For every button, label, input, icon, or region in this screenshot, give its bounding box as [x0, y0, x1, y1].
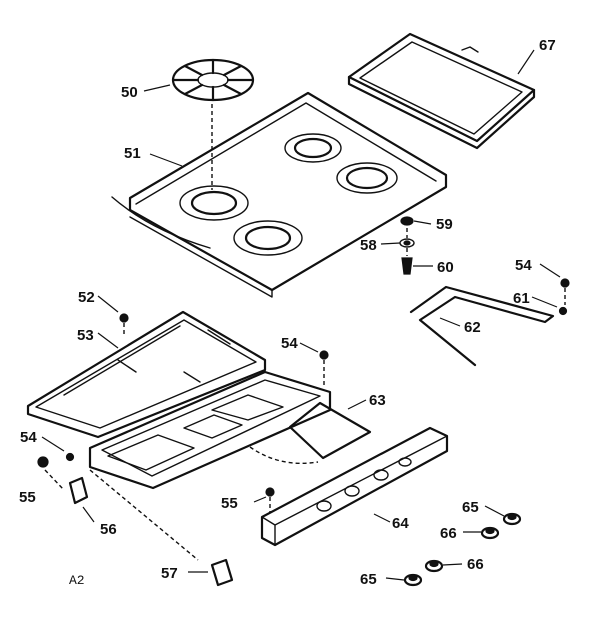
callout-55-left: 55: [19, 489, 36, 506]
callout-65-upper: 65: [462, 499, 479, 516]
callout-54-upper: 54: [515, 257, 532, 274]
callout-60: 60: [437, 259, 454, 276]
burner-grate-part: [171, 58, 255, 190]
cooktop-part: [111, 91, 448, 298]
valve-stack-part: [399, 216, 415, 275]
glass-panel-part: [347, 32, 536, 150]
burner-caps-part: [403, 512, 522, 587]
callout-52: 52: [78, 289, 95, 306]
callout-53: 53: [77, 327, 94, 344]
spring-rod-part: [409, 278, 570, 367]
callout-58: 58: [360, 237, 377, 254]
callout-63: 63: [369, 392, 386, 409]
leader-lines: [41, 49, 561, 581]
burner-box-part: [26, 310, 267, 439]
callout-56: 56: [100, 521, 117, 538]
burner-tube-part: [260, 426, 449, 547]
callout-66-upper: 66: [440, 525, 457, 542]
left-hardware-part: [37, 452, 199, 561]
screw-part: [265, 487, 275, 512]
callout-64: 64: [392, 515, 409, 532]
callout-54-left: 54: [20, 429, 37, 446]
diagram-code: A2: [69, 573, 85, 588]
callout-54-middle: 54: [281, 335, 298, 352]
callout-66-lower: 66: [467, 556, 484, 573]
callout-59: 59: [436, 216, 453, 233]
callout-51: 51: [124, 145, 141, 162]
callout-67: 67: [539, 37, 556, 54]
cooktop-burner-openings: [179, 133, 398, 256]
callout-55-right: 55: [221, 495, 238, 512]
callout-50: 50: [121, 84, 138, 101]
callout-57: 57: [161, 565, 178, 582]
callout-65-lower: 65: [360, 571, 377, 588]
callout-61: 61: [513, 290, 530, 307]
manifold-base-part: [88, 350, 372, 490]
callout-62: 62: [464, 319, 481, 336]
bracket-part: [210, 558, 234, 587]
